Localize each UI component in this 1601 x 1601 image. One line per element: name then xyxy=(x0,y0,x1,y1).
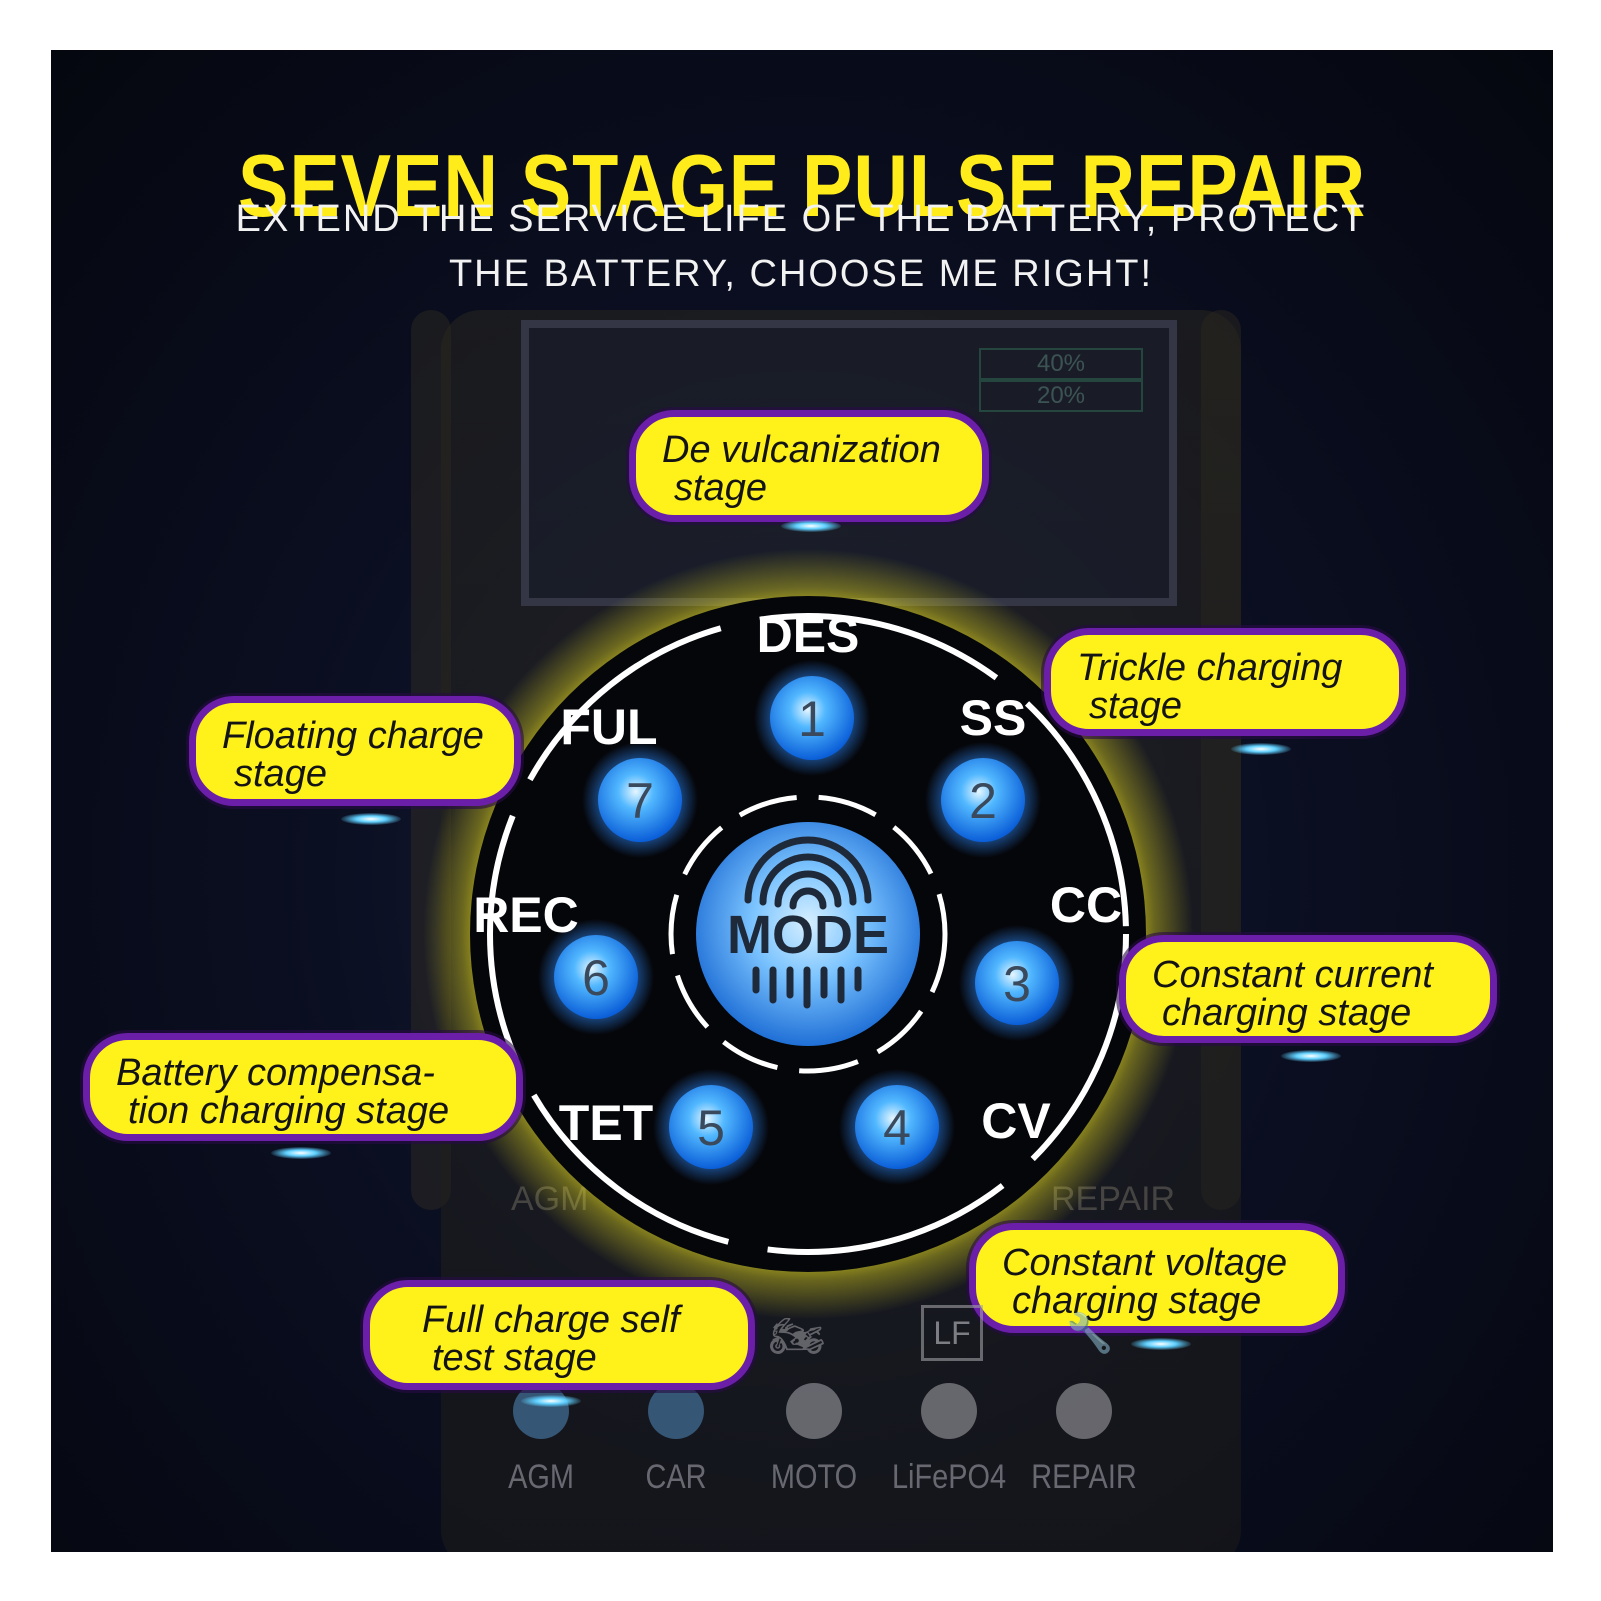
glow-devulcanization xyxy=(781,520,841,532)
callout-constant-current: Constant current charging stage xyxy=(1119,935,1497,1043)
stage-5-number: 5 xyxy=(697,1100,725,1156)
callout-compensation: Battery compensa- tion charging stage xyxy=(83,1033,523,1141)
stage-4-indicator xyxy=(855,1085,939,1169)
stage-1-number: 1 xyxy=(798,691,826,747)
mode-button-label: MODE xyxy=(727,905,889,965)
callout-floating-line1: Floating charge xyxy=(222,715,484,757)
mode-dot-car[interactable] xyxy=(648,1383,704,1439)
stage-2-number: 2 xyxy=(969,773,997,829)
mode-label-moto: MOTO xyxy=(770,1458,858,1496)
stage-7-number: 7 xyxy=(626,773,654,829)
motorcycle-icon: 🏍 xyxy=(769,1312,825,1361)
mode-label-car: CAR xyxy=(645,1458,707,1496)
stage-4-code: CV xyxy=(981,1093,1051,1149)
mode-dot-lifepo4[interactable] xyxy=(921,1383,977,1439)
glow-floating xyxy=(341,813,401,825)
glow-constant-current xyxy=(1281,1050,1341,1062)
stage-1-code: DES xyxy=(757,607,860,663)
subtitle-line-1: EXTEND THE SERVICE LIFE OF THE BATTERY, … xyxy=(235,198,1367,240)
stage-4-number: 4 xyxy=(883,1100,911,1156)
glow-compensation xyxy=(271,1147,331,1159)
dial-inner-ring xyxy=(668,794,948,1074)
mode-dot-repair[interactable] xyxy=(1056,1383,1112,1439)
subtitle-line-2: THE BATTERY, CHOOSE ME RIGHT! xyxy=(448,253,1154,295)
callout-floating-line2: stage xyxy=(234,753,327,795)
callout-full-charge: Full charge self test stage xyxy=(363,1280,755,1390)
callout-devulcanization: De vulcanization stage xyxy=(629,410,989,522)
stage-6-number: 6 xyxy=(582,950,610,1006)
callout-full-charge-line1: Full charge self xyxy=(422,1299,680,1341)
mode-label-lifepo4: LiFePO4 xyxy=(891,1458,1007,1496)
callout-compensation-line1: Battery compensa- xyxy=(116,1052,435,1094)
stage-3-code: CC xyxy=(1050,877,1122,933)
callout-trickle: Trickle charging stage xyxy=(1044,628,1406,736)
stage-3-number: 3 xyxy=(1003,956,1031,1012)
callout-full-charge-line2: test stage xyxy=(432,1337,597,1379)
stage-6-code: REC xyxy=(473,887,579,943)
callout-constant-current-line2: charging stage xyxy=(1162,992,1412,1034)
wrench-icon: 🔧 xyxy=(1066,1313,1114,1355)
callout-constant-voltage: Constant voltage charging stage xyxy=(969,1223,1345,1333)
stage-1-indicator xyxy=(770,676,854,760)
dial-outer-ring xyxy=(487,613,1129,1255)
battery-lf-icon: LF xyxy=(921,1305,983,1361)
stage-3-indicator xyxy=(975,941,1059,1025)
stage-7-indicator xyxy=(598,758,682,842)
page-title: SEVEN STAGE PULSE REPAIR xyxy=(237,136,1367,235)
stage-2-indicator xyxy=(941,758,1025,842)
glow-constant-voltage xyxy=(1131,1338,1191,1350)
mode-dot-agm[interactable] xyxy=(513,1383,569,1439)
callout-devulcanization-line2: stage xyxy=(674,467,767,509)
stage-7-code: FUL xyxy=(560,699,657,755)
stage-5-indicator xyxy=(669,1085,753,1169)
callout-constant-voltage-line1: Constant voltage xyxy=(1002,1242,1288,1284)
ghost-meter-40: 40% xyxy=(979,348,1143,380)
callout-floating: Floating charge stage xyxy=(189,696,521,806)
stage-6-indicator xyxy=(554,935,638,1019)
callout-trickle-line1: Trickle charging xyxy=(1077,647,1343,689)
callout-trickle-line2: stage xyxy=(1089,685,1182,727)
callout-constant-voltage-line2: charging stage xyxy=(1012,1280,1262,1322)
poster-frame: 40% 20% AGM REPAIR SEVEN STAGE PULSE REP… xyxy=(51,50,1553,1552)
stage-5-code: TET xyxy=(559,1095,653,1151)
mode-label-agm: AGM xyxy=(508,1458,574,1496)
callout-constant-current-line1: Constant current xyxy=(1152,954,1433,996)
mode-dot-moto[interactable] xyxy=(786,1383,842,1439)
ghost-meter-20: 20% xyxy=(979,380,1143,412)
callout-compensation-line2: tion charging stage xyxy=(128,1090,450,1132)
fingerprint-icon xyxy=(744,836,872,1009)
glow-full-charge xyxy=(521,1395,581,1407)
callout-devulcanization-line1: De vulcanization xyxy=(662,429,941,471)
mode-label-repair: REPAIR xyxy=(1031,1458,1137,1496)
stage-2-code: SS xyxy=(960,690,1027,746)
glow-trickle xyxy=(1231,743,1291,755)
